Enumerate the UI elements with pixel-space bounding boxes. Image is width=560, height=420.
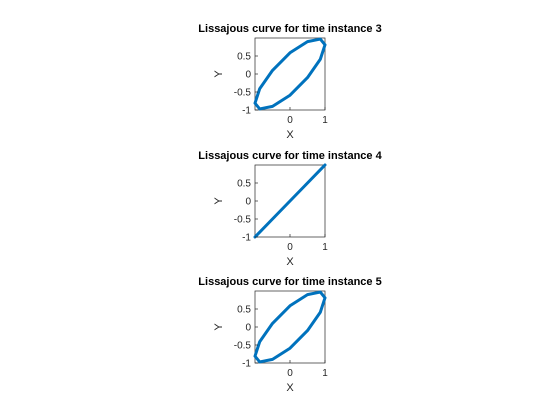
y-tick-label: 0.5 — [237, 179, 251, 190]
x-tick-label: 1 — [322, 115, 328, 126]
x-axis-label: X — [286, 382, 294, 394]
y-tick-label: 0.5 — [237, 52, 251, 63]
y-tick-label: -1 — [242, 106, 251, 117]
axes-box — [254, 37, 326, 111]
x-tick-label: 1 — [322, 368, 328, 379]
axes-box — [254, 290, 326, 364]
lissajous-curve — [253, 37, 327, 111]
y-tick-label: 0 — [245, 70, 251, 81]
y-tick-label: 0 — [245, 197, 251, 208]
x-tick-label: 1 — [322, 242, 328, 253]
y-tick-label: 0 — [245, 323, 251, 334]
subplot-1: 0 1 -1 -0.5 0 0.5 Lissajous curve for time ins… — [198, 23, 381, 141]
y-axis-label: Y — [213, 323, 225, 331]
x-axis-label: X — [286, 256, 294, 268]
chart-title: Lissajous curve for time instance 5 — [198, 276, 381, 288]
lissajous-curve — [253, 290, 327, 364]
subplot-2: 0 1 -1 -0.5 0 0.5 Lissajous curve for time ins… — [198, 150, 382, 268]
y-tick-label: -1 — [242, 233, 251, 244]
y-tick-label: 0.5 — [237, 305, 251, 316]
subplot-3: 0 1 -1 -0.5 0 0.5 Lissajous curve for time ins… — [198, 276, 381, 394]
y-axis-label: Y — [213, 197, 225, 205]
x-tick-label: 0 — [287, 368, 293, 379]
y-tick-label: -0.5 — [234, 341, 252, 352]
chart-title: Lissajous curve for time instance 4 — [198, 150, 382, 162]
y-tick-label: -0.5 — [234, 88, 252, 99]
x-tick-label: 0 — [287, 242, 293, 253]
y-tick-label: -0.5 — [234, 215, 252, 226]
y-axis-label: Y — [213, 70, 225, 78]
x-axis-label: X — [286, 129, 294, 141]
x-tick-label: 0 — [287, 115, 293, 126]
chart-title: Lissajous curve for time instance 3 — [198, 23, 381, 35]
y-tick-label: -1 — [242, 359, 251, 370]
